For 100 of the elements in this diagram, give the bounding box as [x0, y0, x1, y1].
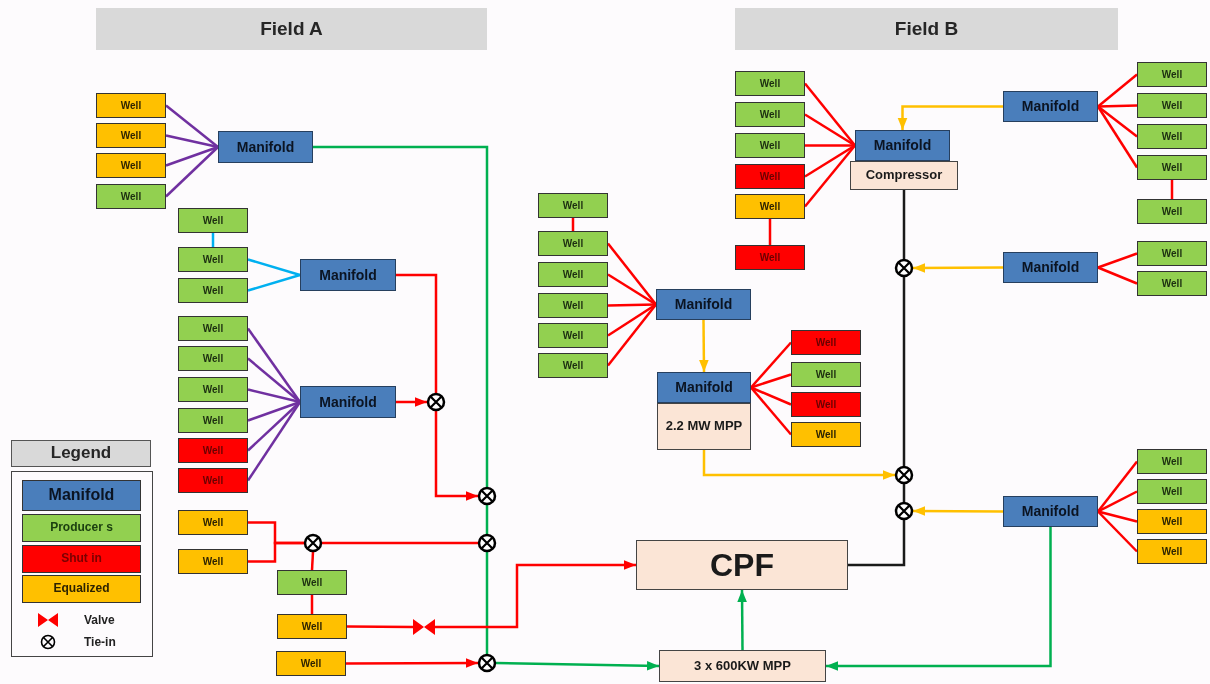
pipeline [607, 273, 657, 306]
pipeline [804, 82, 856, 147]
legend-swatch: Equalized [22, 575, 141, 603]
pipeline [434, 411, 478, 501]
pipeline [495, 661, 660, 671]
tie-in-symbol [478, 487, 496, 505]
well-box: Well [96, 123, 166, 148]
pipeline [737, 590, 747, 650]
pipeline [804, 144, 856, 178]
facility-box: CPF [636, 540, 848, 590]
well-box: Well [178, 247, 248, 272]
pipeline [1097, 73, 1138, 108]
well-box: Well [735, 102, 805, 127]
well-box: Well [791, 392, 861, 417]
pipeline [750, 373, 792, 389]
pipeline [699, 320, 709, 372]
pipeline [750, 386, 792, 436]
well-box: Well [178, 377, 248, 402]
pipeline [1097, 510, 1138, 523]
pipeline [313, 145, 489, 487]
pipeline [750, 386, 792, 406]
well-box: Well [178, 510, 248, 535]
pipeline [247, 357, 301, 403]
pipeline [913, 506, 1003, 516]
well-box: Well [178, 549, 248, 574]
well-box: Well [1137, 241, 1207, 266]
well-box: Well [1137, 155, 1207, 180]
pipeline [247, 258, 301, 277]
pipeline [1097, 490, 1138, 513]
well-box: Well [1137, 271, 1207, 296]
pipeline [1097, 105, 1138, 138]
pipeline [246, 401, 302, 482]
well-box: Well [1137, 62, 1207, 87]
well-box: Well [735, 194, 805, 219]
legend-swatch: Shut in [22, 545, 141, 573]
pipeline [396, 273, 438, 393]
well-box: Well [277, 570, 347, 595]
pipeline [804, 144, 856, 208]
well-box: Well [1137, 449, 1207, 474]
manifold-box: Manifold [300, 386, 396, 418]
well-box: Well [791, 422, 861, 447]
pipeline [805, 144, 855, 147]
well-box: Well [1137, 124, 1207, 149]
pipeline [310, 595, 314, 614]
pipeline [165, 145, 219, 167]
well-box: Well [538, 193, 608, 218]
tie-in-symbol [895, 466, 913, 484]
well-box: Well [178, 438, 248, 463]
pipeline [607, 242, 657, 306]
well-box: Well [96, 93, 166, 118]
well-box: Well [178, 408, 248, 433]
tie-in-symbol [427, 393, 445, 411]
facility-box: 2.2 MW MPP [657, 403, 751, 450]
manifold-box: Manifold [855, 130, 950, 161]
pipeline [1097, 510, 1138, 553]
well-box: Well [277, 614, 347, 639]
pipeline [1097, 460, 1138, 513]
pipeline [913, 263, 1003, 273]
manifold-box: Manifold [300, 259, 396, 291]
pipeline [702, 450, 895, 480]
pipeline [247, 388, 301, 404]
legend-label: Tie-in [84, 634, 116, 650]
pipeline [1097, 252, 1138, 269]
well-box: Well [538, 262, 608, 287]
pipeline [607, 303, 657, 337]
pipeline [485, 552, 489, 654]
well-box: Well [538, 353, 608, 378]
manifold-box: Manifold [1003, 496, 1098, 527]
well-box: Well [735, 133, 805, 158]
pipeline [247, 273, 301, 292]
section-header: Field A [96, 8, 487, 50]
well-box: Well [276, 651, 346, 676]
legend-label: Valve [84, 612, 115, 628]
pipeline [902, 484, 906, 502]
pipeline [1096, 105, 1139, 169]
legend-title: Legend [11, 440, 151, 467]
pipeline [1097, 104, 1138, 108]
pipeline [396, 397, 427, 407]
manifold-box: Manifold [1003, 91, 1098, 122]
pipeline [826, 527, 1052, 671]
pipeline [247, 327, 301, 403]
pipeline [1170, 180, 1174, 199]
tie-in-symbol [895, 502, 913, 520]
pipeline [247, 401, 301, 452]
pipeline [485, 505, 489, 534]
well-box: Well [178, 278, 248, 303]
well-box: Well [96, 184, 166, 209]
pipeline [607, 303, 657, 307]
well-box: Well [791, 330, 861, 355]
pipeline [1097, 266, 1138, 285]
well-box: Well [538, 323, 608, 348]
manifold-box: Manifold [218, 131, 313, 163]
pipeline [248, 541, 304, 563]
manifold-box: Manifold [656, 289, 751, 320]
well-box: Well [1137, 93, 1207, 118]
pipeline [247, 400, 301, 422]
well-box: Well [1137, 479, 1207, 504]
well-box: Well [735, 245, 805, 270]
well-box: Well [178, 468, 248, 493]
pipeline [897, 105, 1003, 130]
